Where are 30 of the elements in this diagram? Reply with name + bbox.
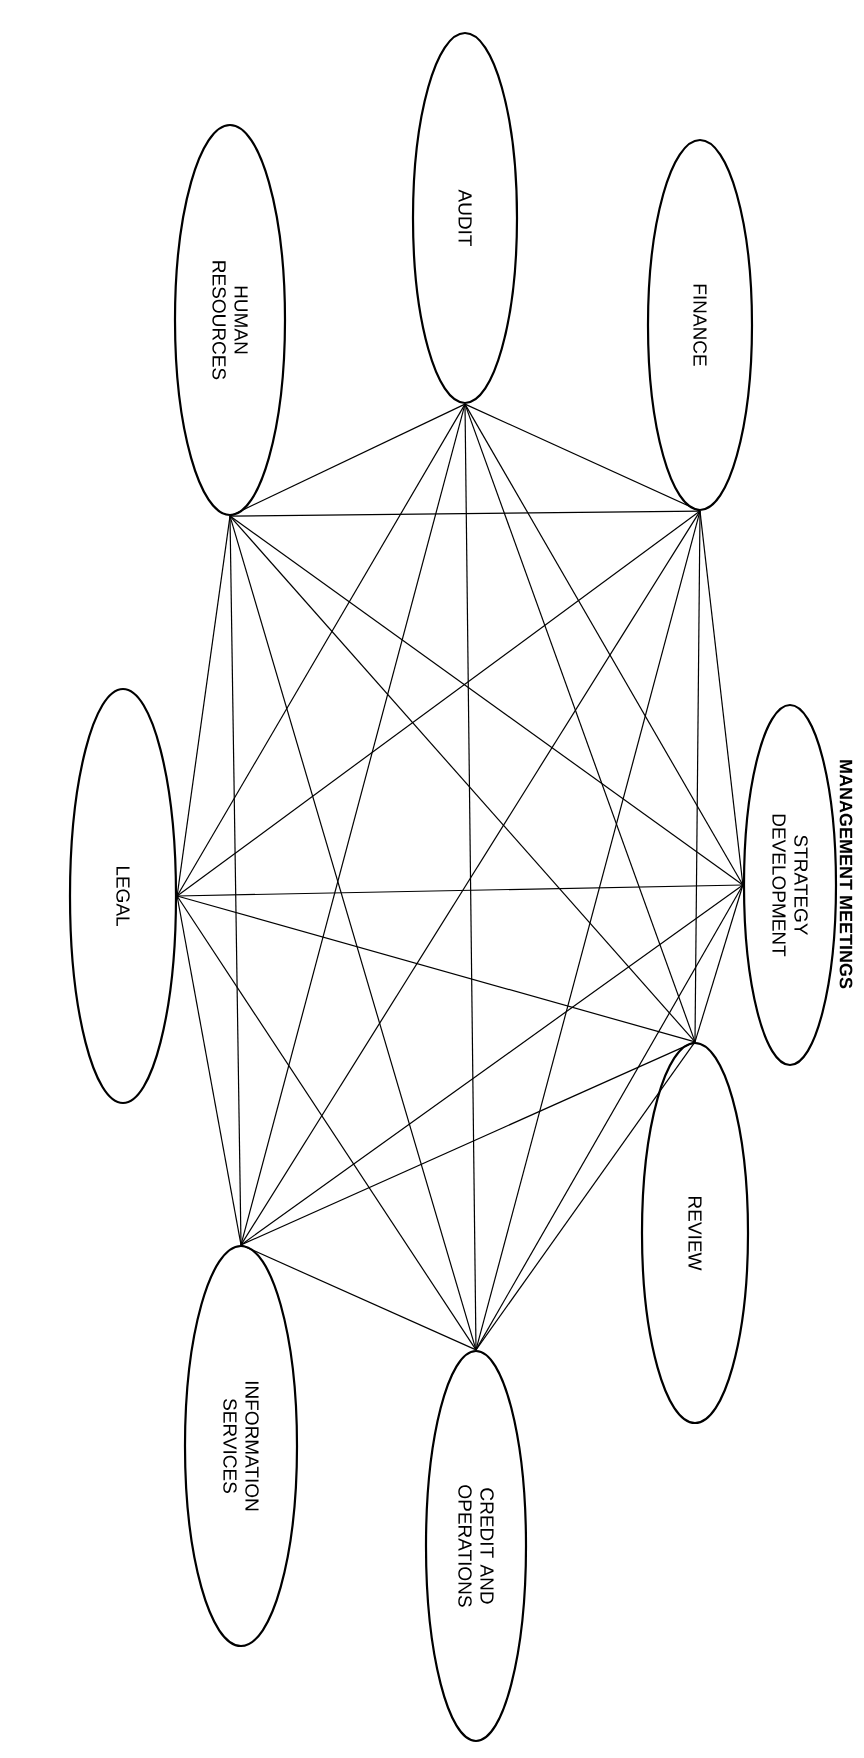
connector-line (229, 515, 744, 886)
connector-line (176, 510, 701, 897)
connector-line (229, 515, 696, 1043)
title: MANAGEMENT MEETINGS (839, 760, 853, 989)
ellipse-node: FINANCE (646, 138, 754, 512)
connector-line (240, 1041, 696, 1246)
connector-line (464, 403, 696, 1043)
connector-line (176, 895, 477, 1351)
connector-line (464, 403, 744, 886)
connector-line (176, 884, 744, 897)
connector-line (229, 515, 242, 1246)
connector-line (240, 510, 701, 1246)
connector-line (464, 403, 477, 1351)
connector-line (240, 1244, 477, 1351)
ellipse-node: STRATEGY DEVELOPMENT (742, 703, 838, 1067)
connector-line (464, 403, 701, 512)
connector-line (176, 895, 696, 1043)
connector-line (176, 403, 466, 897)
connector-line (176, 895, 242, 1246)
connector-line (229, 510, 701, 517)
connector-line (694, 884, 744, 1043)
ellipse-node: LEGAL (68, 687, 178, 1105)
connector-line (229, 403, 466, 517)
connector-line (475, 1041, 696, 1351)
ellipse-node: AUDIT (411, 31, 519, 405)
ellipse-node: HUMAN RESOURCES (173, 123, 287, 517)
ellipse-node: CREDIT AND OPERATIONS (424, 1349, 528, 1743)
connector-line (240, 884, 744, 1246)
ellipse-node: REVIEW (640, 1041, 750, 1425)
ellipse-node: INFORMATION SERVICES (183, 1244, 299, 1648)
